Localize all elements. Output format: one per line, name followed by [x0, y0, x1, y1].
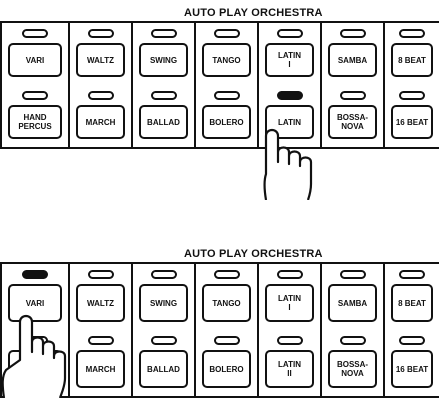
style-button[interactable]: 8 BEAT — [391, 284, 433, 322]
button-cell: 8 BEAT — [385, 23, 439, 85]
style-button[interactable]: BOSSA- NOVA — [328, 350, 377, 388]
indicator-lamp-icon — [151, 91, 177, 100]
style-button[interactable]: 16 BEAT — [391, 350, 433, 388]
style-button[interactable]: TANGO — [202, 284, 251, 322]
indicator-lamp-icon — [277, 91, 303, 100]
style-button[interactable]: SAMBA — [328, 43, 377, 77]
pointing-hand-icon — [0, 312, 90, 398]
indicator-lamp-icon — [340, 91, 366, 100]
indicator-lamp-icon — [88, 29, 114, 38]
indicator-lamp-icon — [277, 29, 303, 38]
indicator-lamp-icon — [399, 336, 425, 345]
indicator-lamp-icon — [214, 336, 240, 345]
auto-play-panel-1: AUTO PLAY ORCHESTRA VARI WALTZ SWING TANGO L… — [0, 0, 439, 205]
style-button[interactable]: SWING — [139, 284, 188, 322]
button-cell: BALLAD — [133, 330, 196, 396]
indicator-lamp-icon — [399, 29, 425, 38]
style-button[interactable]: 8 BEAT — [391, 43, 433, 77]
style-button[interactable]: 16 BEAT — [391, 105, 433, 139]
button-cell: LATIN I — [259, 264, 322, 330]
button-cell: 8 BEAT — [385, 264, 439, 330]
style-button[interactable]: BALLAD — [139, 105, 188, 139]
button-cell: 16 BEAT — [385, 330, 439, 396]
button-cell: SWING — [133, 264, 196, 330]
button-cell: BALLAD — [133, 85, 196, 147]
button-cell: MARCH — [70, 85, 133, 147]
style-button[interactable]: WALTZ — [76, 43, 125, 77]
button-cell: SAMBA — [322, 23, 385, 85]
indicator-lamp-icon — [214, 270, 240, 279]
indicator-lamp-icon — [22, 270, 48, 279]
style-button[interactable]: LATIN I — [265, 284, 314, 322]
indicator-lamp-icon — [151, 270, 177, 279]
indicator-lamp-icon — [88, 270, 114, 279]
indicator-lamp-icon — [340, 29, 366, 38]
button-cell: HAND PERCUS — [2, 85, 70, 147]
style-button[interactable]: BALLAD — [139, 350, 188, 388]
style-button[interactable]: LATIN II — [265, 350, 314, 388]
indicator-lamp-icon — [88, 91, 114, 100]
button-cell: LATIN II — [259, 330, 322, 396]
indicator-lamp-icon — [277, 270, 303, 279]
style-button[interactable]: HAND PERCUS — [8, 105, 62, 139]
style-button[interactable]: TANGO — [202, 43, 251, 77]
button-cell: TANGO — [196, 264, 259, 330]
style-button[interactable]: SWING — [139, 43, 188, 77]
indicator-lamp-icon — [399, 91, 425, 100]
style-button[interactable]: VARI — [8, 43, 62, 77]
indicator-lamp-icon — [340, 270, 366, 279]
button-cell: 16 BEAT — [385, 85, 439, 147]
indicator-lamp-icon — [277, 336, 303, 345]
indicator-lamp-icon — [151, 336, 177, 345]
button-cell: VARI — [2, 23, 70, 85]
indicator-lamp-icon — [88, 336, 114, 345]
panel-title: AUTO PLAY ORCHESTRA — [184, 248, 323, 260]
button-cell: BOSSA- NOVA — [322, 330, 385, 396]
indicator-lamp-icon — [151, 29, 177, 38]
pointing-hand-icon — [250, 118, 340, 200]
indicator-lamp-icon — [22, 91, 48, 100]
indicator-lamp-icon — [340, 336, 366, 345]
indicator-lamp-icon — [399, 270, 425, 279]
indicator-lamp-icon — [214, 91, 240, 100]
style-button[interactable]: LATIN I — [265, 43, 314, 77]
indicator-lamp-icon — [22, 29, 48, 38]
button-cell: SWING — [133, 23, 196, 85]
button-cell: BOLERO — [196, 330, 259, 396]
style-button[interactable]: BOLERO — [202, 350, 251, 388]
style-button[interactable]: SAMBA — [328, 284, 377, 322]
style-button[interactable]: BOLERO — [202, 105, 251, 139]
style-button[interactable]: MARCH — [76, 105, 125, 139]
panel-title: AUTO PLAY ORCHESTRA — [184, 7, 323, 19]
button-cell: SAMBA — [322, 264, 385, 330]
button-cell: WALTZ — [70, 23, 133, 85]
button-cell: TANGO — [196, 23, 259, 85]
button-board: VARI WALTZ SWING TANGO LATIN I SAMBA 8 BEAT HAN… — [0, 21, 439, 149]
indicator-lamp-icon — [214, 29, 240, 38]
button-cell: LATIN I — [259, 23, 322, 85]
